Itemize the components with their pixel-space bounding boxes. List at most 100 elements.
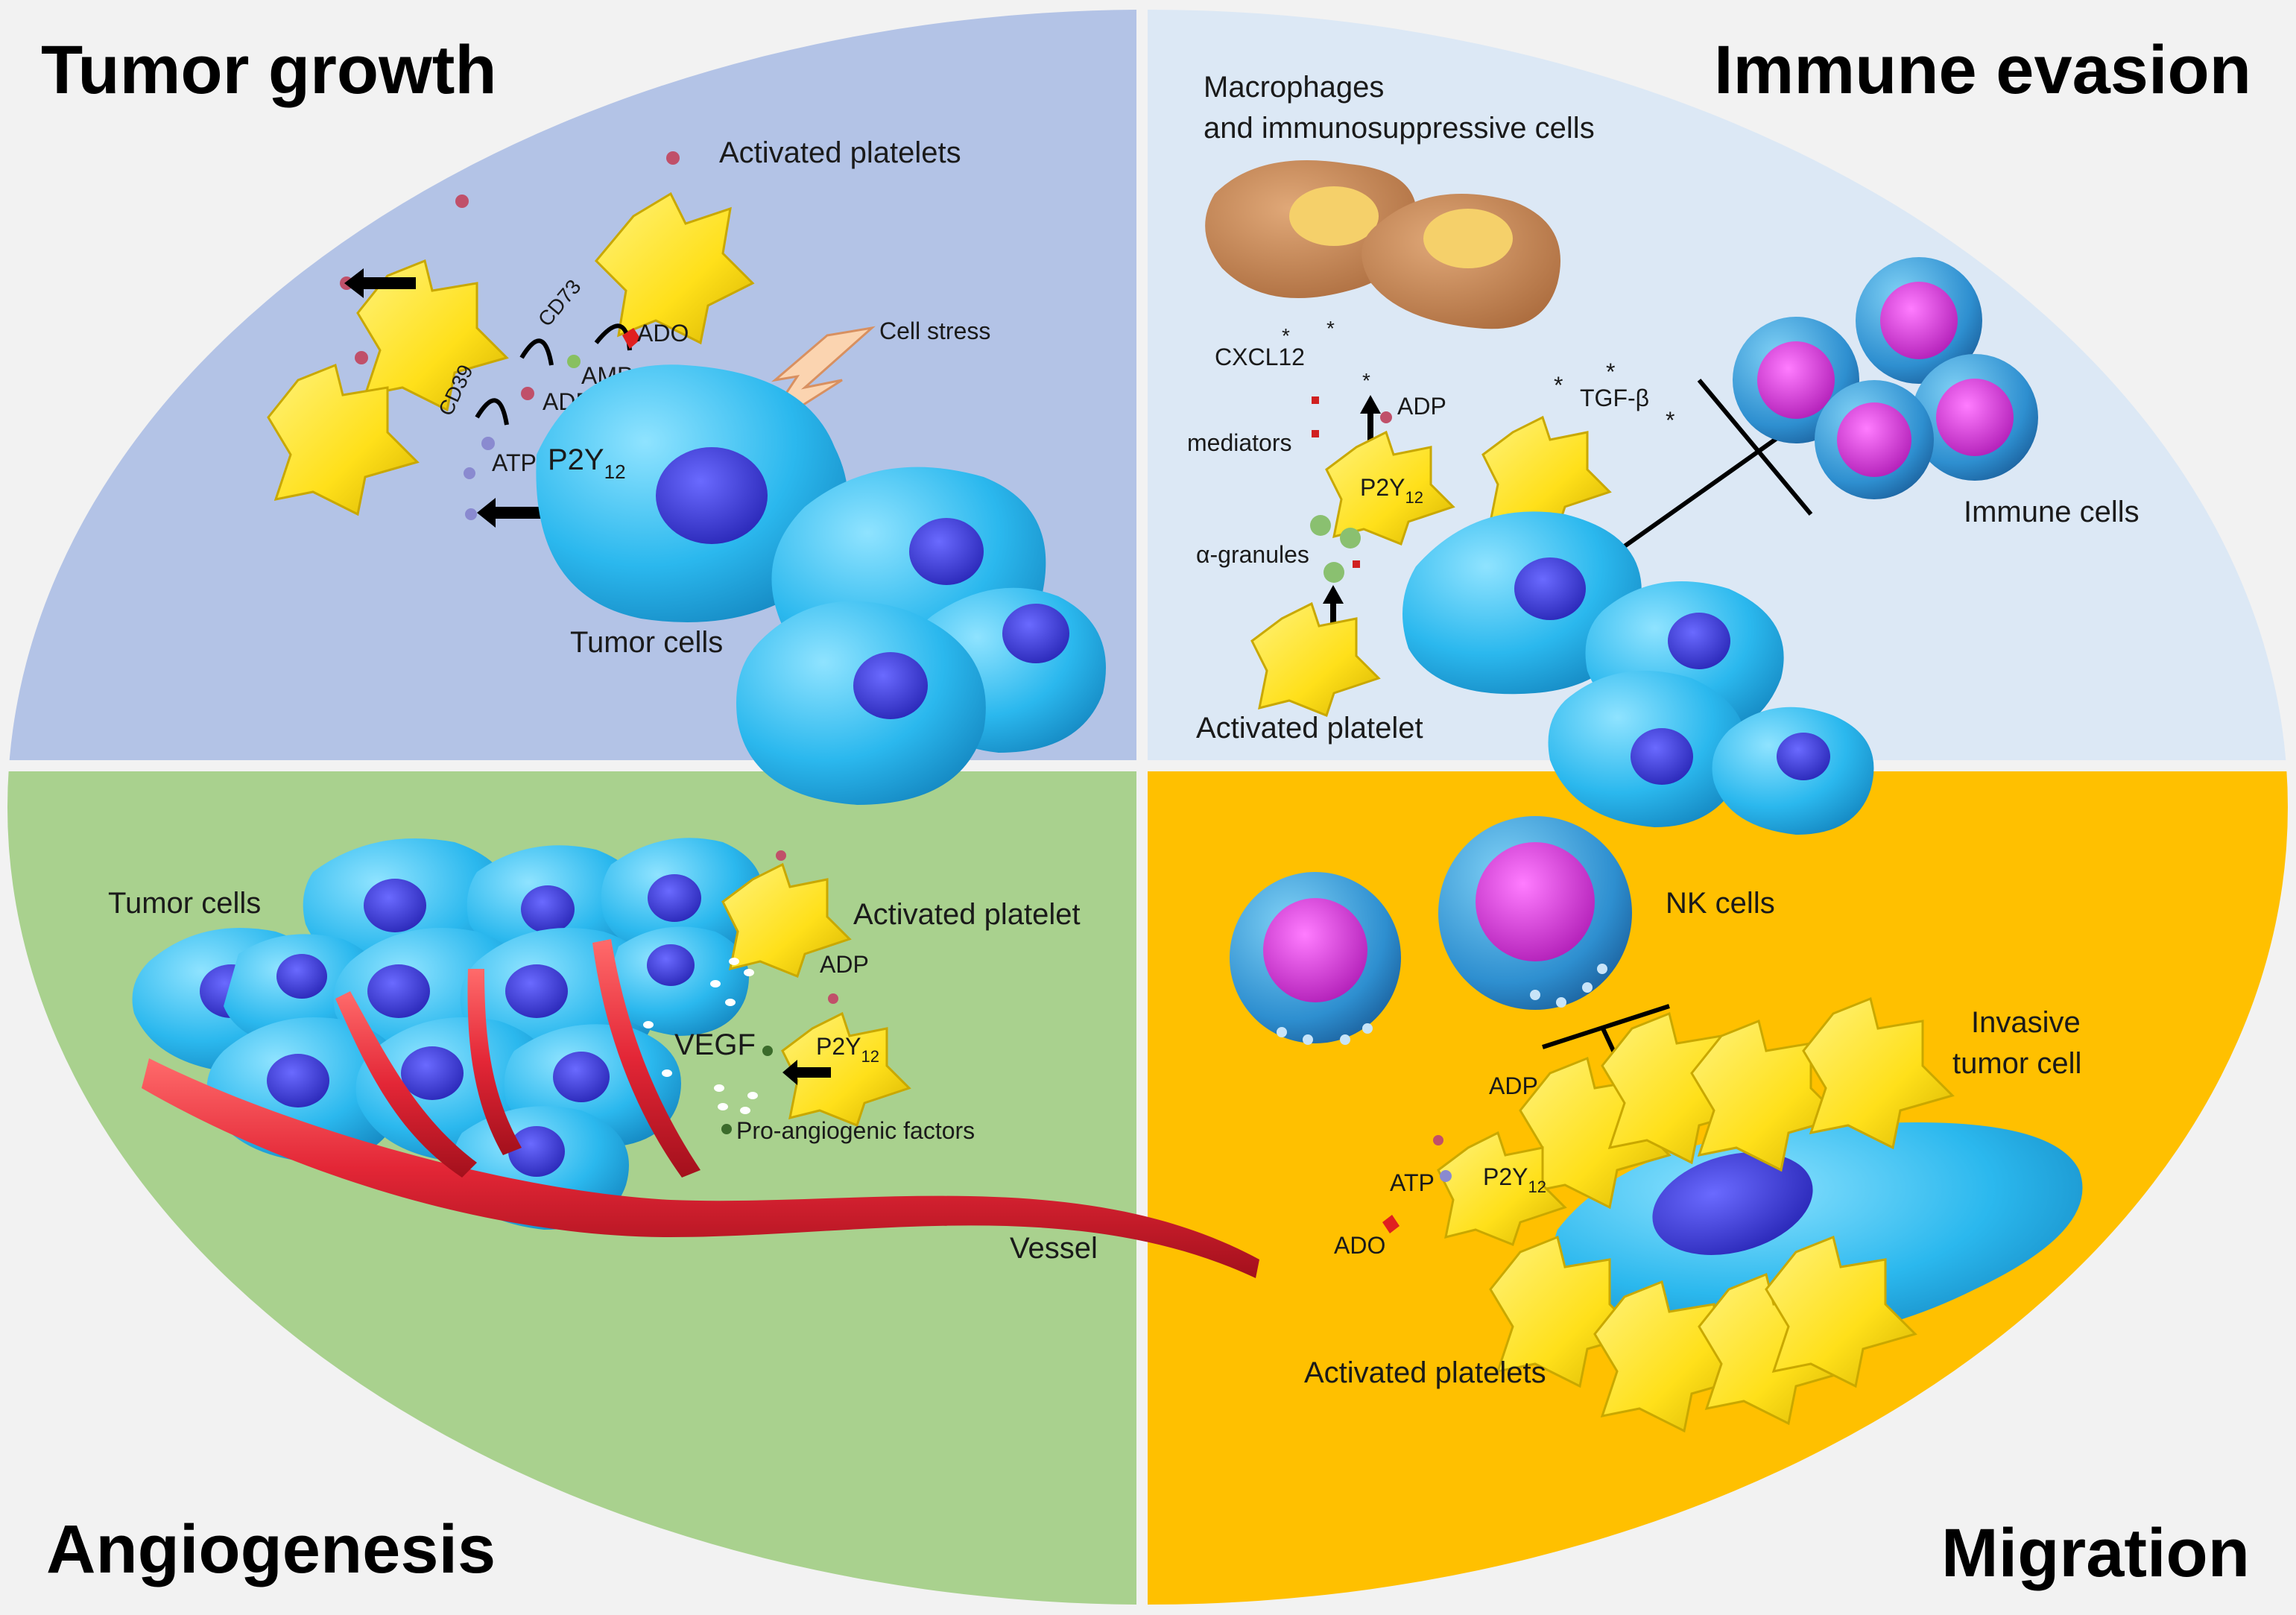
cd39-arrow [519,338,554,366]
platelet-shape [594,192,755,345]
panel-immune-evasion: Immune evasion Macrophages and immunosup… [1187,32,2251,835]
nucleus [647,944,695,986]
nucleus [1777,733,1830,780]
cxcl-star: * [1282,324,1290,347]
ado-burst [622,328,641,349]
adp-dot [521,387,534,400]
adp-label: ADP [1397,393,1446,420]
platelet-shape [1250,601,1381,717]
tumor-cell [604,926,749,1036]
arrow-icon [1360,395,1381,414]
vegf-dot [721,1124,732,1134]
inhibition-bar [1542,1004,1670,1049]
alpha-granule [1340,528,1361,549]
nucleus [367,964,430,1018]
tumor-cells-label: Tumor cells [570,626,723,659]
mediators-label: mediators [1187,429,1292,456]
atp-label: ATP [492,449,537,476]
pro-angiogenic-dots [643,958,758,1114]
nk-cell [1438,816,1632,1010]
tumor-cell [736,601,986,805]
panel-title: Tumor growth [41,32,497,108]
cxcl-star: * [1362,369,1370,392]
nucleus [1423,209,1513,268]
pro-angiogenic-label: Pro-angiogenic factors [736,1117,975,1144]
nucleus [1263,898,1367,1002]
nk-cell [1230,872,1401,1045]
platelet-cluster [1437,996,1955,1433]
activated-platelets-label: Activated platelets [719,136,961,169]
platelet-shape [1437,1131,1567,1246]
panel-tumor-growth: Tumor growth Activated platelets CD39 CD… [41,32,1106,805]
adp-dot [666,151,680,165]
atp-label: ATP [1390,1169,1435,1196]
nucleus [1289,186,1379,246]
alpha-granules-label: α-granules [1196,541,1309,568]
arrow-icon [797,1067,831,1078]
arrow-icon [1367,410,1373,455]
p2y-label: P2Y12 [548,443,626,483]
platelet-shape [1802,996,1955,1150]
adp-dot [1433,1135,1443,1145]
mediator-dot [1312,396,1319,404]
adp-dot [776,850,786,861]
cxcl-star: * [1326,317,1335,340]
platelet-shape [721,862,852,978]
nucleus [401,1046,464,1100]
platelet-shape [267,363,420,516]
ado-label: ADO [637,320,689,347]
panel-title: Angiogenesis [46,1511,496,1587]
nucleus [508,1126,565,1177]
nucleus [1668,613,1730,669]
vessel-label: Vessel [1010,1232,1098,1265]
inhibition-bar [1697,379,1813,516]
nucleus [521,885,575,933]
mediator-dot [1353,560,1360,568]
tgf-beta-label: TGF-β [1580,385,1649,411]
nucleus [1652,1152,1813,1255]
platelet-shape [1690,1019,1843,1172]
nucleus [1837,402,1911,477]
tgf-star: * [1606,358,1615,385]
tgf-star: * [1666,407,1674,434]
arrow-icon [496,507,548,519]
invasive-label-line2: tumor cell [1952,1047,2081,1080]
tumor-cell [601,838,764,961]
immune-cell [1856,257,1982,384]
immune-cells-label: Immune cells [1964,496,2140,528]
atp-dot [1440,1170,1452,1182]
immune-cell [1911,354,2038,481]
ado-burst [1382,1215,1400,1233]
nucleus [267,1054,329,1107]
nucleus [853,652,928,719]
alpha-granule [1323,562,1344,583]
platelet-shape [1489,1235,1642,1388]
atp-dot [464,467,475,479]
adp-dot [455,195,469,208]
platelet-shape [1325,430,1455,546]
activated-platelet-label: Activated platelet [1196,712,1423,745]
nucleus [1757,341,1835,419]
macrophages-label-line1: Macrophages [1204,71,1384,104]
nucleus [1880,282,1958,359]
atp-dot [481,437,495,450]
adp-dot [828,993,838,1004]
adp-dot [355,351,368,364]
nucleus [276,954,327,999]
cell-stress-label: Cell stress [879,317,990,344]
adp-label: ADP [820,951,869,978]
tumor-cell [1402,511,1642,695]
adp-dot [1380,411,1392,423]
immune-cell [1815,380,1934,499]
panel-migration: Migration NK cells Invasive tumor cell [1230,816,2250,1591]
ado-label: ADO [1334,1232,1385,1259]
vegf-dot [762,1046,773,1056]
tumor-cell [1712,707,1874,835]
nucleus [553,1052,610,1102]
platelet-shape [356,259,509,412]
nucleus [1936,379,2014,456]
vessel [142,939,1259,1278]
arrow-icon [477,498,496,528]
